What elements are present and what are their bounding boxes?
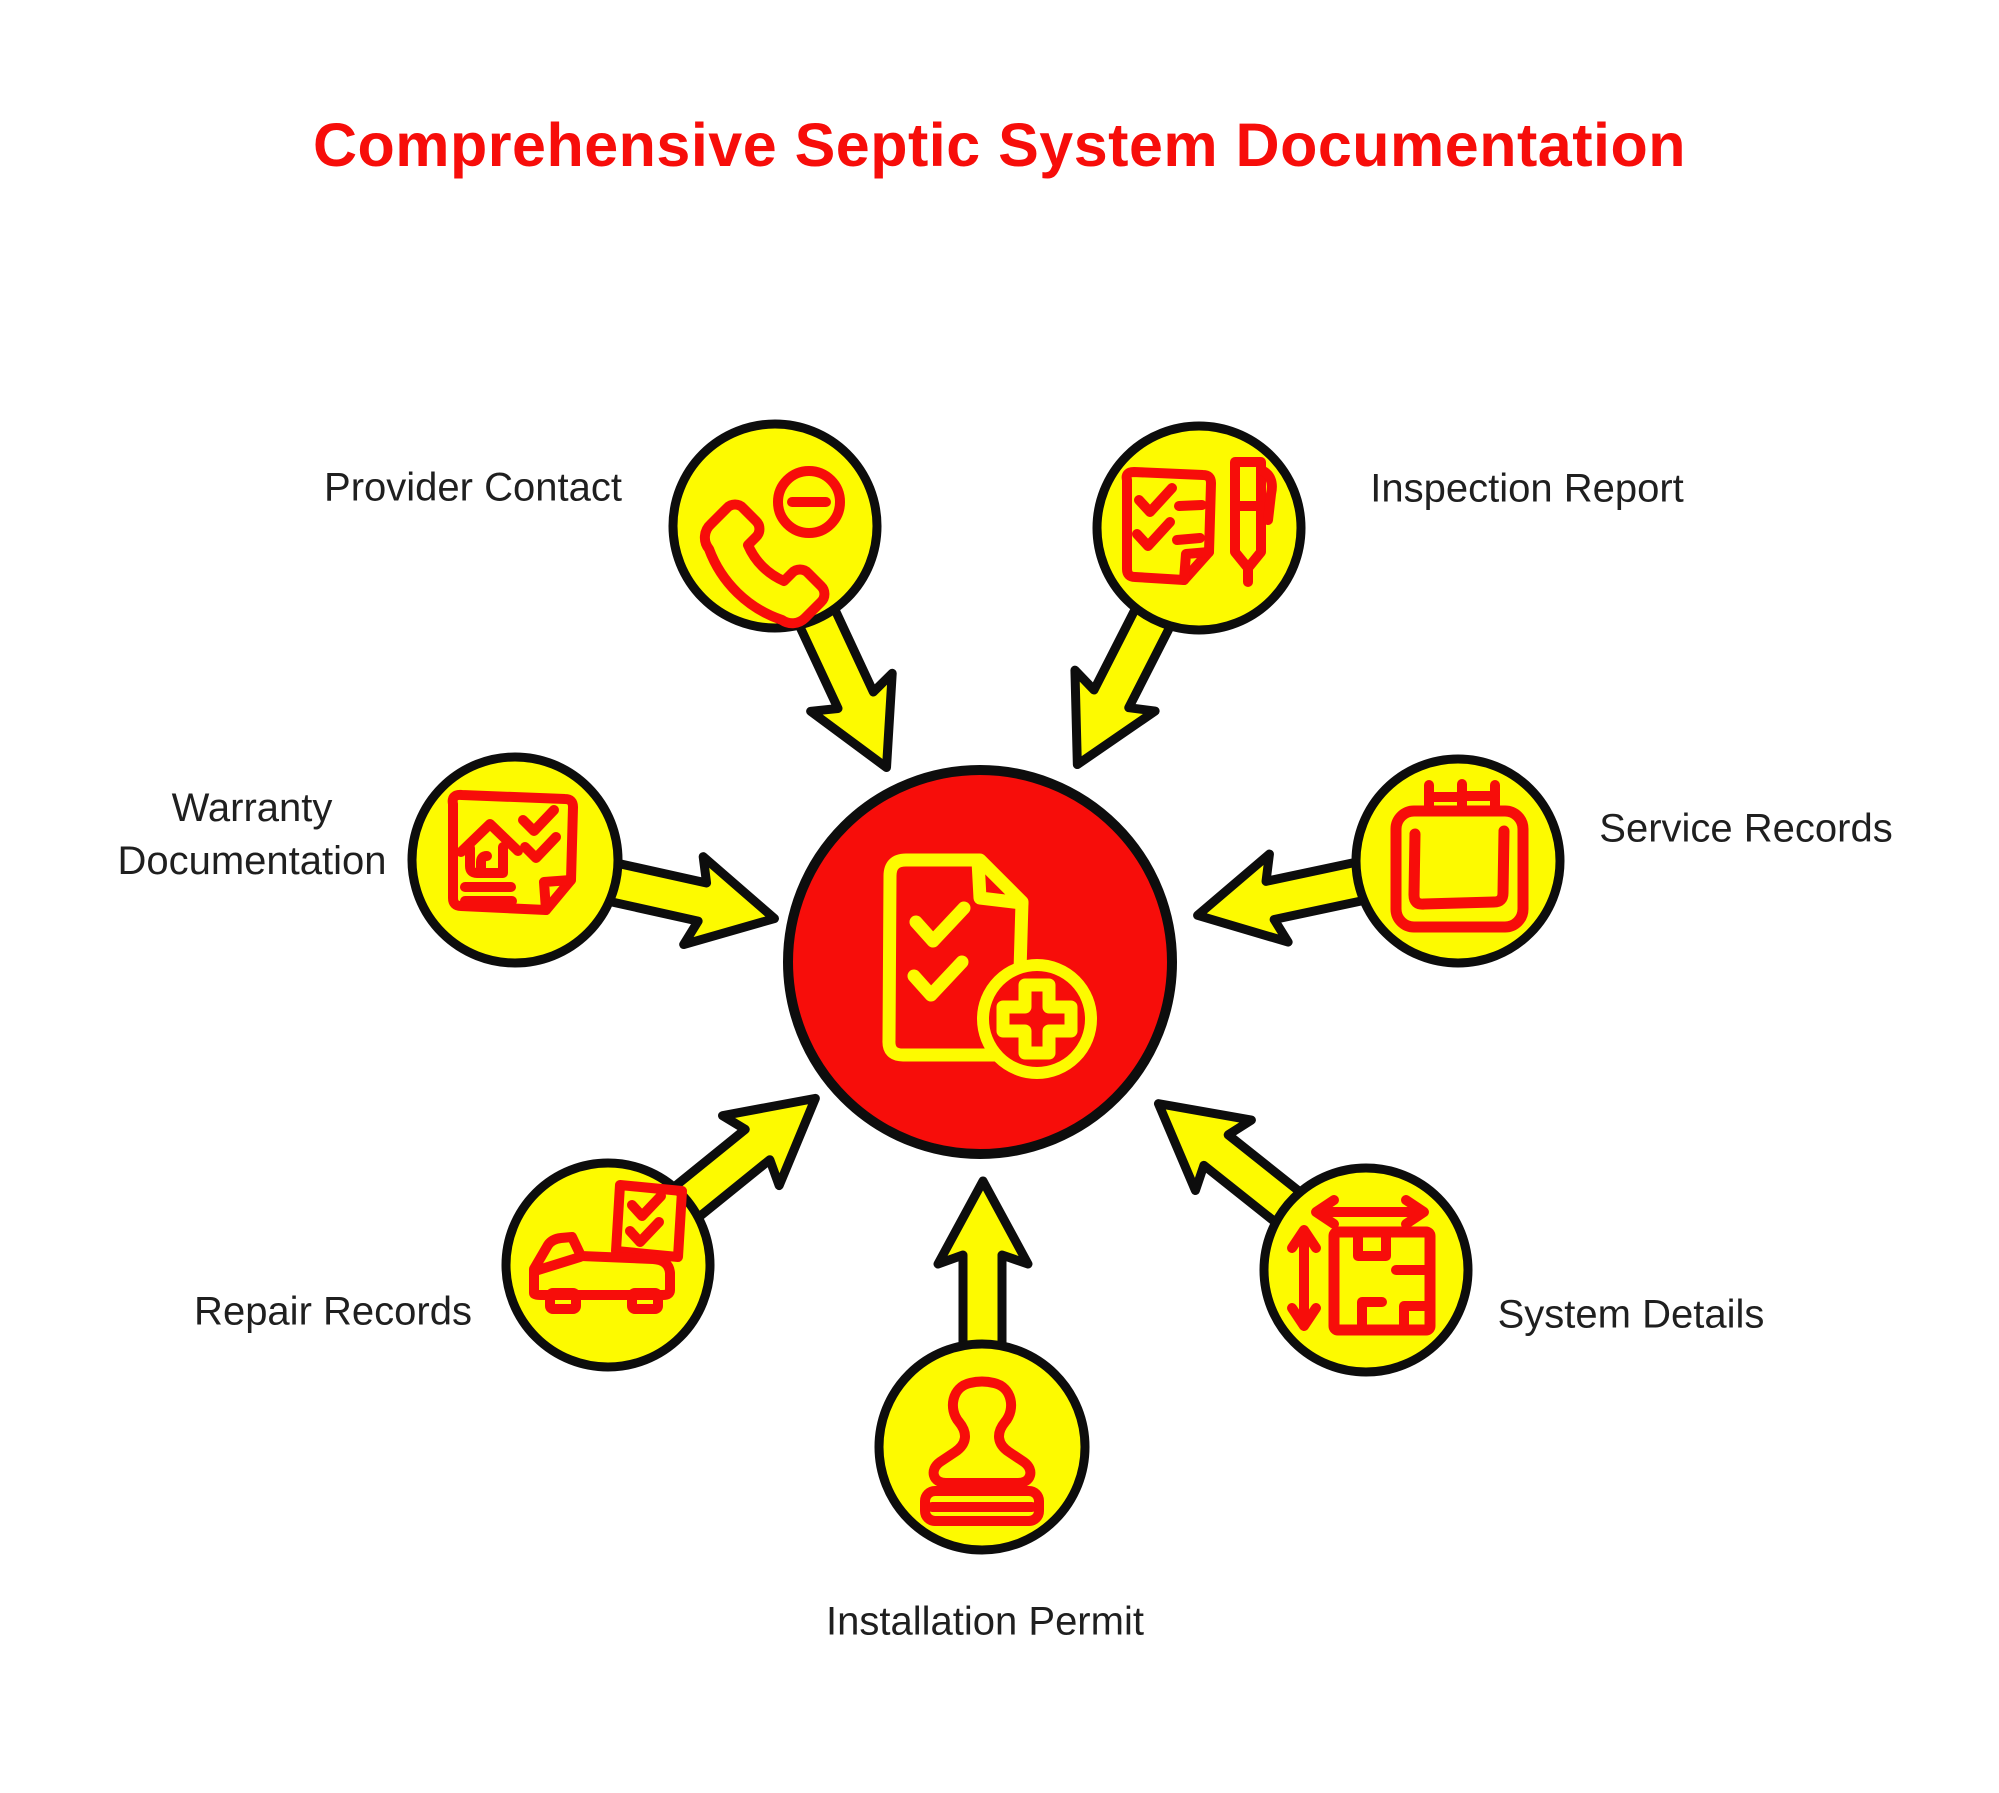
- calendar-icon: [1390, 779, 1529, 933]
- repair-records-circle: [501, 1158, 715, 1372]
- node-warranty-documentation: [407, 752, 779, 968]
- node-installation-permit: [874, 1176, 1090, 1555]
- node-system-details: [1153, 1099, 1473, 1377]
- node-repair-records: [501, 1093, 820, 1372]
- document-add-icon: [882, 853, 1097, 1079]
- label-system-details: System Details: [1497, 1292, 1765, 1337]
- center-circle: [783, 765, 1177, 1159]
- document-pen-icon: [1121, 457, 1277, 587]
- label-installation-permit: Installation Permit: [826, 1599, 1144, 1644]
- phone-minus-icon: [699, 466, 845, 629]
- label-inspection-report: Inspection Report: [1370, 466, 1684, 511]
- label-warranty-documentation: Warranty Documentation: [117, 786, 387, 883]
- page-title: Comprehensive Septic System Documentatio…: [312, 111, 1686, 179]
- center-hub: [783, 765, 1177, 1159]
- node-provider-contact: [668, 419, 897, 773]
- warranty-documentation-circle: [407, 752, 623, 968]
- label-repair-records: Repair Records: [194, 1289, 472, 1334]
- label-service-records: Service Records: [1599, 806, 1893, 851]
- system-details-circle: [1259, 1163, 1473, 1377]
- document-house-icon: [447, 789, 578, 915]
- node-inspection-report: [1070, 421, 1306, 770]
- floor-plan-dimensions-icon: [1287, 1195, 1436, 1336]
- label-provider-contact: Provider Contact: [324, 465, 622, 510]
- stamp-icon: [920, 1376, 1044, 1526]
- plus-badge: [977, 959, 1097, 1079]
- car-checklist-icon: [529, 1180, 687, 1314]
- node-service-records: [1193, 754, 1565, 968]
